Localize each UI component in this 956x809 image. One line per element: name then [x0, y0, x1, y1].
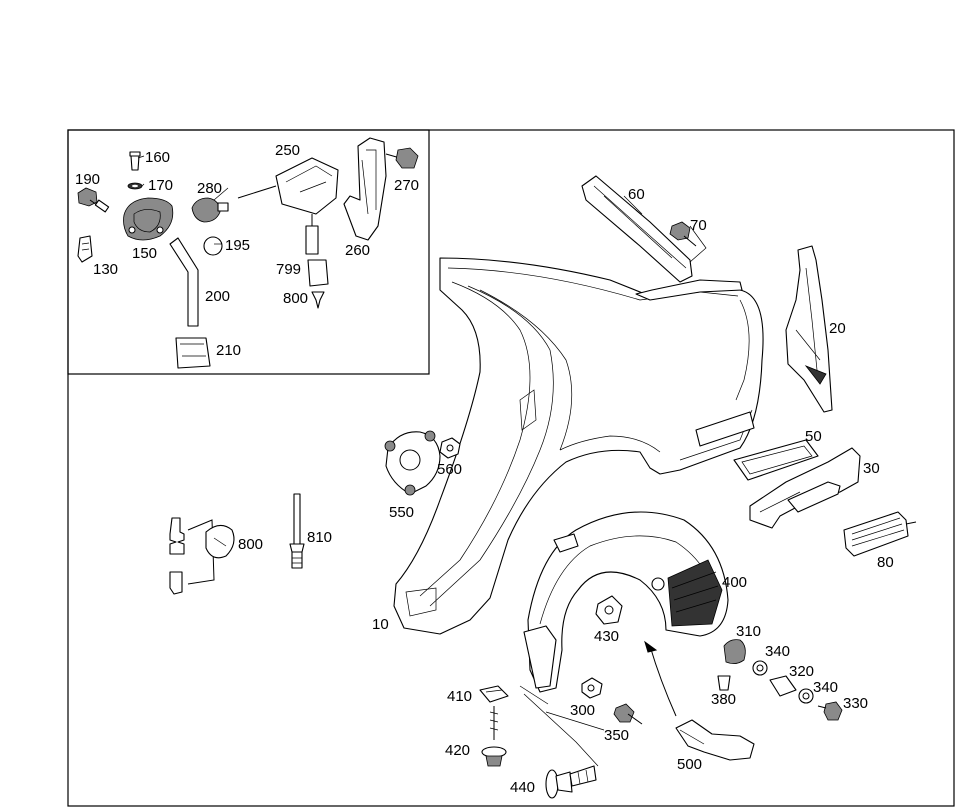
label-400: 400 [722, 574, 747, 591]
label-170: 170 [148, 177, 173, 194]
label-250: 250 [275, 142, 300, 159]
label-350: 350 [604, 727, 629, 744]
label-500: 500 [677, 756, 702, 773]
label-160: 160 [145, 149, 170, 166]
part-270-screw[interactable] [385, 147, 419, 169]
part-810-rivet-bolt[interactable] [289, 493, 305, 569]
label-380: 380 [711, 691, 736, 708]
part-260-bracket[interactable] [343, 137, 387, 241]
part-190-screw[interactable] [77, 187, 110, 213]
part-550-cover-plate[interactable] [384, 430, 441, 496]
part-340-washer-b[interactable] [798, 688, 814, 704]
label-420: 420 [445, 742, 470, 759]
label-800-main: 800 [238, 536, 263, 553]
label-800-inset: 800 [283, 290, 308, 307]
label-310: 310 [736, 623, 761, 640]
label-330: 330 [843, 695, 868, 712]
part-500-bracket-insert[interactable] [675, 719, 755, 761]
part-440-push-rivet[interactable] [545, 765, 597, 799]
label-340-lower: 340 [813, 679, 838, 696]
label-130: 130 [93, 261, 118, 278]
label-190: 190 [75, 171, 100, 188]
label-210: 210 [216, 342, 241, 359]
part-800-plunger-tip[interactable] [311, 291, 325, 309]
part-170-washer[interactable] [127, 182, 143, 190]
label-440: 440 [510, 779, 535, 796]
part-250-fuel-door-actuator[interactable] [237, 157, 339, 255]
label-50: 50 [805, 428, 822, 445]
part-80-grille-vent[interactable] [843, 511, 917, 557]
part-150-flap-housing[interactable] [123, 197, 174, 241]
label-300: 300 [570, 702, 595, 719]
part-70-screw[interactable] [669, 221, 697, 247]
part-50-seal-frame[interactable] [733, 439, 819, 481]
label-410: 410 [447, 688, 472, 705]
label-20: 20 [829, 320, 846, 337]
part-350-screw[interactable] [613, 703, 643, 725]
label-799: 799 [276, 261, 301, 278]
part-310-grommet[interactable] [723, 639, 746, 664]
assembly-arrow [649, 645, 677, 717]
leader-lines [137, 155, 707, 767]
part-60-upper-rail[interactable] [581, 175, 743, 301]
part-380-clip[interactable] [717, 675, 731, 691]
part-30-bracket-panel[interactable] [749, 447, 861, 529]
label-320: 320 [789, 663, 814, 680]
label-150: 150 [132, 245, 157, 262]
label-430: 430 [594, 628, 619, 645]
part-20-d-pillar-panel[interactable] [785, 245, 833, 413]
part-280-actuator-plug[interactable] [191, 197, 229, 223]
part-400-wheel-arch-liner[interactable] [523, 511, 729, 693]
part-800-wrench-symbol-group[interactable] [169, 517, 235, 595]
label-80: 80 [877, 554, 894, 571]
label-550: 550 [389, 504, 414, 521]
part-430-expanding-nut[interactable] [595, 595, 623, 625]
label-340-upper: 340 [765, 643, 790, 660]
diagram-frame [67, 129, 955, 807]
label-195: 195 [225, 237, 250, 254]
assembly-arrowhead [644, 640, 658, 653]
label-200: 200 [205, 288, 230, 305]
label-70: 70 [690, 217, 707, 234]
part-320-spacer-sleeve[interactable] [769, 675, 797, 697]
label-810: 810 [307, 529, 332, 546]
part-210-hose-clip[interactable] [175, 337, 211, 369]
part-340-washer-a[interactable] [752, 660, 768, 676]
label-280: 280 [197, 180, 222, 197]
part-420-screw-with-washer[interactable] [481, 706, 507, 767]
part-160-pin[interactable] [129, 151, 141, 171]
part-410-clip[interactable] [479, 685, 509, 703]
fuel-flap-inset-box [67, 129, 430, 375]
part-330-screw[interactable] [817, 701, 843, 721]
part-200-drain-hose[interactable] [169, 237, 199, 327]
label-10: 10 [372, 616, 389, 633]
label-60: 60 [628, 186, 645, 203]
part-300-nut[interactable] [581, 677, 603, 699]
part-130-clip[interactable] [77, 235, 93, 263]
label-260: 260 [345, 242, 370, 259]
part-195-seal-ring[interactable] [203, 236, 223, 256]
part-560-nut[interactable] [439, 437, 461, 459]
label-270: 270 [394, 177, 419, 194]
part-799-connector[interactable] [307, 259, 329, 287]
label-560: 560 [437, 461, 462, 478]
part-10-side-panel[interactable] [393, 257, 764, 635]
label-30: 30 [863, 460, 880, 477]
